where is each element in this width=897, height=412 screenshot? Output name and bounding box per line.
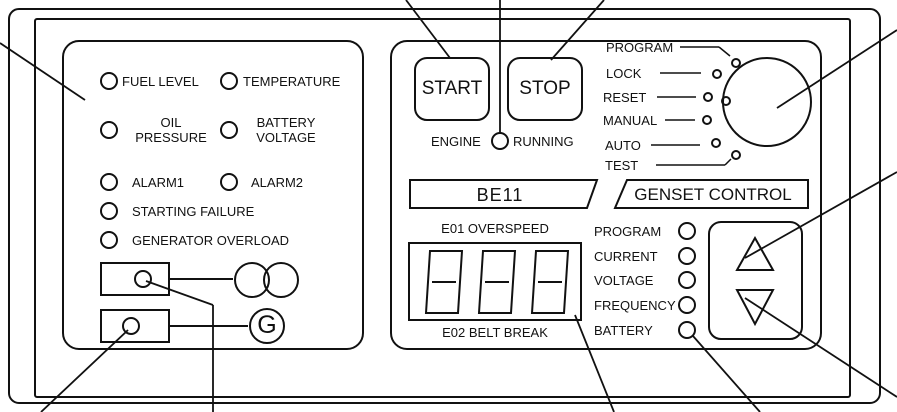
mode-reset-label: RESET: [603, 90, 647, 105]
front-panel: [34, 18, 851, 398]
mode-lock-dot: [712, 69, 722, 79]
outer-frame: [8, 8, 881, 404]
program-status-label: PROGRAM: [594, 224, 662, 239]
display-bottom-label: E02 BELT BREAK: [442, 325, 548, 340]
genset-control-label: GENSET CONTROL: [634, 185, 792, 204]
starting-failure-label: STARTING FAILURE: [132, 204, 255, 219]
overload-breaker-button[interactable]: [134, 270, 152, 288]
temperature-led: [220, 72, 238, 90]
mode-program-dot: [731, 58, 741, 68]
alarm2-led: [220, 173, 238, 191]
battery-status-label: BATTERY: [594, 323, 653, 338]
fuel-level-led: [100, 72, 118, 90]
generator-overload-led: [100, 231, 118, 249]
frequency-status-label: FREQUENCY: [594, 298, 676, 313]
frequency-status-led: [678, 296, 696, 314]
mode-selector-knob[interactable]: [722, 57, 812, 147]
start-button[interactable]: [414, 57, 490, 121]
alarm2-label: ALARM2: [251, 175, 304, 190]
mode-manual-label: MANUAL: [603, 113, 658, 128]
temperature-label: TEMPERATURE: [243, 74, 341, 89]
knob-pointer: [721, 96, 731, 106]
stop-button-label: STOP: [519, 78, 571, 99]
alarm1-label: ALARM1: [132, 175, 185, 190]
mode-test-label: TEST: [605, 158, 639, 173]
current-status-led: [678, 247, 696, 265]
display-top-label: E01 OVERSPEED: [441, 221, 549, 236]
oil-pressure-label-line1: OIL: [160, 115, 182, 130]
starting-failure-led: [100, 202, 118, 220]
running-label: RUNNING: [513, 134, 574, 149]
fuel-level-label: FUEL LEVEL: [122, 74, 199, 89]
alarm1-led: [100, 173, 118, 191]
current-status-label: CURRENT: [594, 249, 658, 264]
battery-status-led: [678, 321, 696, 339]
start-button-label: START: [421, 78, 483, 99]
control-panel: [390, 40, 822, 350]
mode-lock-label: LOCK: [606, 66, 642, 81]
oil-pressure-label-line2: PRESSURE: [135, 130, 207, 145]
generator-breaker-button[interactable]: [122, 317, 140, 335]
mode-reset-dot: [703, 92, 713, 102]
mode-test-dot: [731, 150, 741, 160]
mode-auto-label: AUTO: [605, 138, 641, 153]
triangle-down-icon[interactable]: [735, 289, 775, 327]
transformer-coil-right-icon: [263, 262, 299, 298]
model-label: BE11: [476, 185, 524, 205]
engine-label: ENGINE: [431, 134, 481, 149]
generator-breaker-box: [100, 309, 170, 343]
nav-button-frame: [708, 221, 803, 340]
program-status-led: [678, 222, 696, 240]
battery-voltage-led: [220, 121, 238, 139]
voltage-status-label: VOLTAGE: [594, 273, 654, 288]
display-digit-2: [477, 250, 517, 314]
transformer-coil-left-icon: [234, 262, 270, 298]
display-frame: [408, 242, 582, 321]
battery-voltage-label-line2: VOLTAGE: [256, 130, 316, 145]
mode-program-label: PROGRAM: [606, 40, 674, 55]
genset-label-frame: [613, 179, 809, 209]
stop-button[interactable]: [507, 57, 583, 121]
display-digit-1: [424, 250, 464, 314]
battery-voltage-label-line1: BATTERY: [256, 115, 316, 130]
voltage-status-led: [678, 271, 696, 289]
oil-pressure-led: [100, 121, 118, 139]
generator-overload-label: GENERATOR OVERLOAD: [132, 233, 289, 248]
triangle-up-icon[interactable]: [735, 235, 775, 271]
display-digit-3: [530, 250, 570, 314]
mode-auto-dot: [711, 138, 721, 148]
model-label-frame: [409, 179, 599, 209]
generator-icon: [249, 308, 285, 344]
engine-running-led: [491, 132, 509, 150]
mode-manual-dot: [702, 115, 712, 125]
generator-symbol-label: G: [257, 311, 277, 339]
